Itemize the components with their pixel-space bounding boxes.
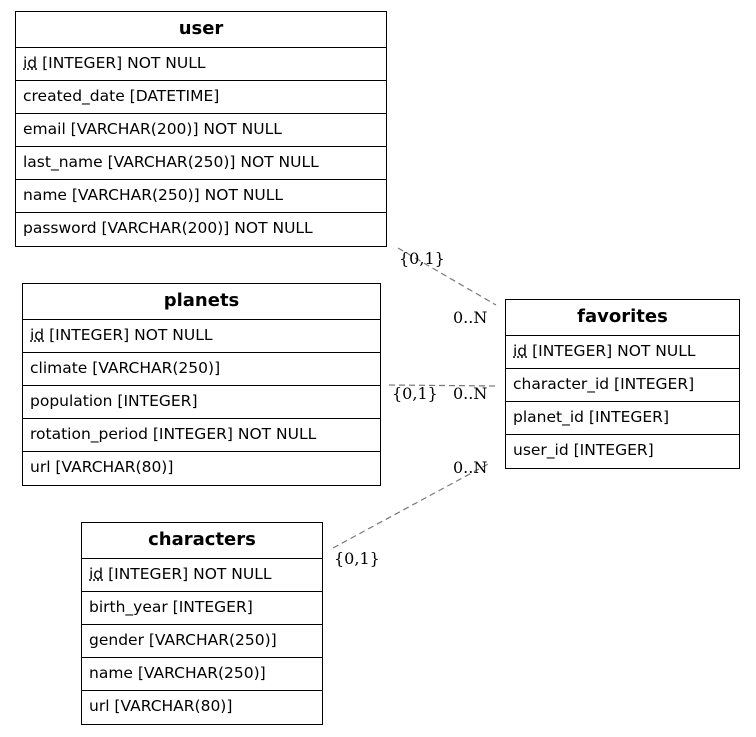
- column-row: last_name [VARCHAR(250)] NOT NULL: [16, 147, 386, 180]
- column-row: planet_id [INTEGER]: [506, 402, 739, 435]
- column-row: id [INTEGER] NOT NULL: [82, 559, 322, 592]
- cardinality-planets-one: {0,1}: [392, 384, 438, 403]
- entity-title: user: [16, 12, 386, 48]
- cardinality-characters-one: {0,1}: [334, 549, 380, 568]
- entity-characters[interactable]: characters id [INTEGER] NOT NULL birth_y…: [81, 522, 323, 725]
- column-row: gender [VARCHAR(250)]: [82, 625, 322, 658]
- primary-key-label: id: [513, 342, 528, 360]
- relation-line-user-favorites: [397, 247, 497, 306]
- entity-title: planets: [23, 284, 380, 320]
- column-row: rotation_period [INTEGER] NOT NULL: [23, 419, 380, 452]
- column-row: name [VARCHAR(250)]: [82, 658, 322, 691]
- cardinality-characters-many: 0..N: [453, 458, 487, 477]
- column-row: user_id [INTEGER]: [513, 441, 654, 459]
- column-row: url [VARCHAR(80)]: [30, 458, 174, 476]
- entity-title: favorites: [506, 300, 739, 336]
- relation-line-planets-favorites: [388, 384, 497, 387]
- column-row: id [INTEGER] NOT NULL: [16, 48, 386, 81]
- column-row: email [VARCHAR(200)] NOT NULL: [16, 114, 386, 147]
- column-row: created_date [DATETIME]: [16, 81, 386, 114]
- primary-key-label: id: [30, 326, 45, 344]
- cardinality-user-one: {0,1}: [399, 249, 445, 268]
- entity-title: characters: [82, 523, 322, 559]
- column-row: password [VARCHAR(200)] NOT NULL: [23, 219, 313, 237]
- column-row: url [VARCHAR(80)]: [89, 697, 233, 715]
- column-row: id [INTEGER] NOT NULL: [506, 336, 739, 369]
- cardinality-user-many: 0..N: [453, 308, 487, 327]
- column-row: climate [VARCHAR(250)]: [23, 353, 380, 386]
- entity-favorites[interactable]: favorites id [INTEGER] NOT NULL characte…: [505, 299, 740, 469]
- entity-user[interactable]: user id [INTEGER] NOT NULL created_date …: [15, 11, 387, 247]
- primary-key-label: id: [23, 54, 38, 72]
- column-row: name [VARCHAR(250)] NOT NULL: [16, 180, 386, 213]
- column-row: character_id [INTEGER]: [506, 369, 739, 402]
- primary-key-label: id: [89, 565, 104, 583]
- column-row: birth_year [INTEGER]: [82, 592, 322, 625]
- column-row: population [INTEGER]: [23, 386, 380, 419]
- column-row: id [INTEGER] NOT NULL: [23, 320, 380, 353]
- entity-planets[interactable]: planets id [INTEGER] NOT NULL climate [V…: [22, 283, 381, 486]
- cardinality-planets-many: 0..N: [453, 384, 487, 403]
